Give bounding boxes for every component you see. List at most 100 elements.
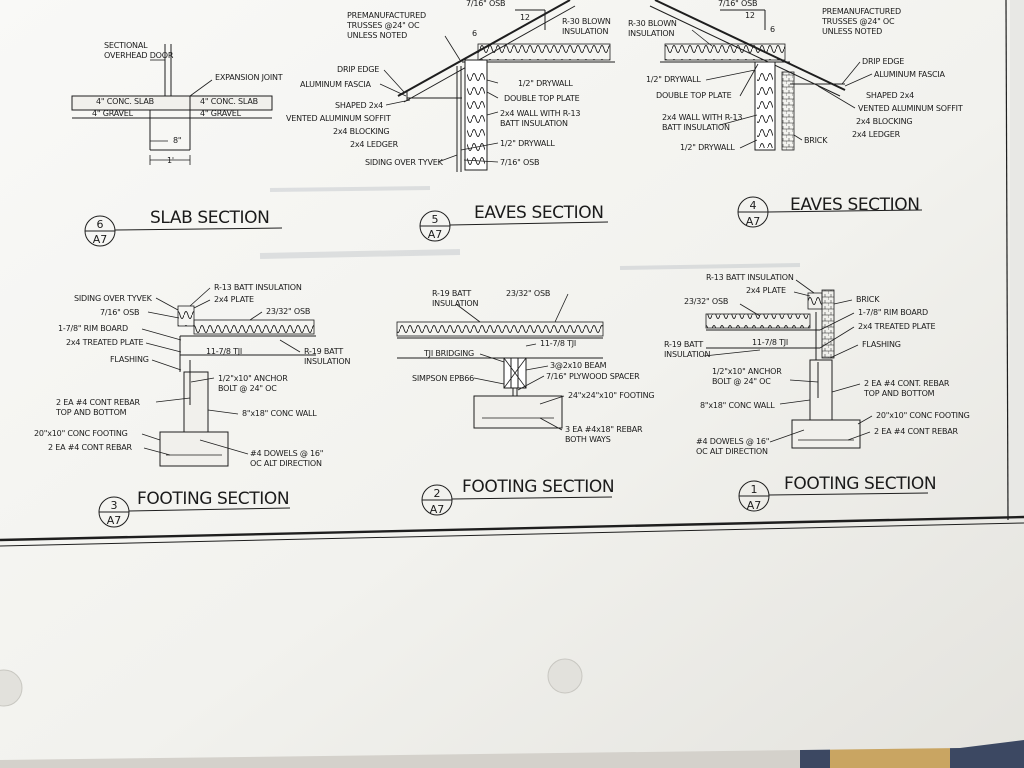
label-simpson: SIMPSON EPB66 bbox=[412, 374, 474, 383]
label-tji: 11-7/8 TJI bbox=[540, 339, 576, 348]
label-dowels: #4 DOWELS @ 16"OC ALT DIRECTION bbox=[250, 449, 323, 468]
label-tji: 11-7/8 TJI bbox=[752, 338, 788, 347]
label-osb-top: 7/16" OSB bbox=[466, 0, 505, 8]
label-gravel-left: 4" GRAVEL bbox=[92, 109, 134, 118]
label-drywall: 1/2" DRYWALL bbox=[518, 79, 573, 88]
tag-sheet: A7 bbox=[428, 228, 443, 241]
label-tji: 11-7/8 TJI bbox=[206, 347, 242, 356]
label-footing: 20"x10" CONC FOOTING bbox=[876, 411, 970, 420]
label-rim: 1-7/8" RIM BOARD bbox=[58, 324, 128, 333]
label-conc-slab-right: 4" CONC. SLAB bbox=[200, 97, 258, 106]
label-shaped: SHAPED 2x4 bbox=[335, 101, 383, 110]
label-osb: 7/16" OSB bbox=[500, 158, 539, 167]
label-dowels: #4 DOWELS @ 16"OC ALT DIRECTION bbox=[696, 437, 769, 456]
label-drywall2: 1/2" DRYWALL bbox=[500, 139, 555, 148]
tag-number: 1 bbox=[751, 483, 758, 496]
punch-hole bbox=[0, 669, 23, 707]
label-pitch-rise: 6 bbox=[472, 29, 477, 38]
label-shaped: SHAPED 2x4 bbox=[866, 91, 914, 100]
under-object-2 bbox=[830, 745, 950, 768]
label-bridging: TJI BRIDGING bbox=[423, 349, 474, 358]
label-flashing: FLASHING bbox=[862, 340, 901, 349]
label-pitch-run: 12 bbox=[520, 13, 530, 22]
label-drywall2: 1/2" DRYWALL bbox=[680, 143, 735, 152]
label-footing: 20"x10" CONC FOOTING bbox=[34, 429, 128, 438]
label-dim-8: 8" bbox=[173, 136, 181, 145]
label-rebar-ftg: 2 EA #4 CONT REBAR bbox=[48, 443, 133, 452]
detail-1-footing-section: R-13 BATT INSULATION 2x4 PLATE 23/32" OS… bbox=[664, 273, 970, 512]
tag-number: 6 bbox=[97, 218, 104, 231]
tag-number: 5 bbox=[432, 213, 439, 226]
label-spacer: 7/16" PLYWOOD SPACER bbox=[546, 372, 640, 381]
label-pitch-rise: 6 bbox=[770, 25, 775, 34]
label-beam: 3@2x10 BEAM bbox=[550, 361, 607, 370]
label-wall: 8"x18" CONC WALL bbox=[700, 401, 775, 410]
label-double-plate: DOUBLE TOP PLATE bbox=[504, 94, 580, 103]
label-drip-edge: DRIP EDGE bbox=[862, 57, 904, 66]
tag-number: 3 bbox=[111, 499, 118, 512]
label-drip-edge: DRIP EDGE bbox=[337, 65, 379, 74]
label-brick: BRICK bbox=[804, 136, 828, 145]
label-osb-floor: 23/32" OSB bbox=[266, 307, 310, 316]
label-treated: 2x4 TREATED PLATE bbox=[66, 338, 143, 347]
label-plate: 2x4 PLATE bbox=[746, 286, 786, 295]
label-r13: R-13 BATT INSULATION bbox=[706, 273, 794, 282]
label-expansion-joint: EXPANSION JOINT bbox=[215, 73, 283, 82]
label-conc-slab-left: 4" CONC. SLAB bbox=[96, 97, 154, 106]
label-fascia: ALUMINUM FASCIA bbox=[300, 80, 371, 89]
detail-title: SLAB SECTION bbox=[150, 208, 269, 228]
label-blocking: 2x4 BLOCKING bbox=[333, 127, 389, 136]
label-gravel-right: 4" GRAVEL bbox=[200, 109, 242, 118]
tag-sheet: A7 bbox=[107, 514, 122, 527]
tag-sheet: A7 bbox=[430, 503, 445, 516]
label-blocking: 2x4 BLOCKING bbox=[856, 117, 912, 126]
border-line-right bbox=[1005, 0, 1009, 521]
label-pitch-run: 12 bbox=[745, 11, 755, 20]
label-osb-floor: 23/32" OSB bbox=[684, 297, 728, 306]
detail-title: EAVES SECTION bbox=[474, 203, 604, 223]
label-soffit: VENTED ALUMINUM SOFFIT bbox=[858, 104, 963, 113]
tag-sheet: A7 bbox=[746, 215, 761, 228]
label-rebar-ftg: 2 EA #4 CONT REBAR bbox=[874, 427, 959, 436]
label-dim-1: 1' bbox=[167, 156, 174, 165]
label-fascia: ALUMINUM FASCIA bbox=[874, 70, 945, 79]
punch-hole bbox=[547, 658, 583, 694]
label-ledger: 2x4 LEDGER bbox=[852, 130, 901, 139]
label-double-plate: DOUBLE TOP PLATE bbox=[656, 91, 732, 100]
label-osb: 7/16" OSB bbox=[100, 308, 139, 317]
label-footing: 24"x24"x10" FOOTING bbox=[568, 391, 654, 400]
label-treated: 2x4 TREATED PLATE bbox=[858, 322, 935, 331]
border-line-bottom bbox=[0, 515, 1024, 542]
label-rim: 1-7/8" RIM BOARD bbox=[858, 308, 928, 317]
label-ledger: 2x4 LEDGER bbox=[350, 140, 399, 149]
tag-sheet: A7 bbox=[747, 499, 762, 512]
label-siding: SIDING OVER TYVEK bbox=[74, 294, 153, 303]
detail-title: FOOTING SECTION bbox=[784, 474, 936, 494]
label-plate: 2x4 PLATE bbox=[214, 295, 254, 304]
detail-title: FOOTING SECTION bbox=[137, 489, 289, 509]
detail-3-footing-section: R-13 BATT INSULATION SIDING OVER TYVEK 2… bbox=[34, 283, 351, 528]
detail-title: FOOTING SECTION bbox=[462, 477, 614, 497]
label-drywall: 1/2" DRYWALL bbox=[646, 75, 701, 84]
tag-number: 2 bbox=[434, 487, 441, 500]
detail-title: EAVES SECTION bbox=[790, 195, 920, 215]
